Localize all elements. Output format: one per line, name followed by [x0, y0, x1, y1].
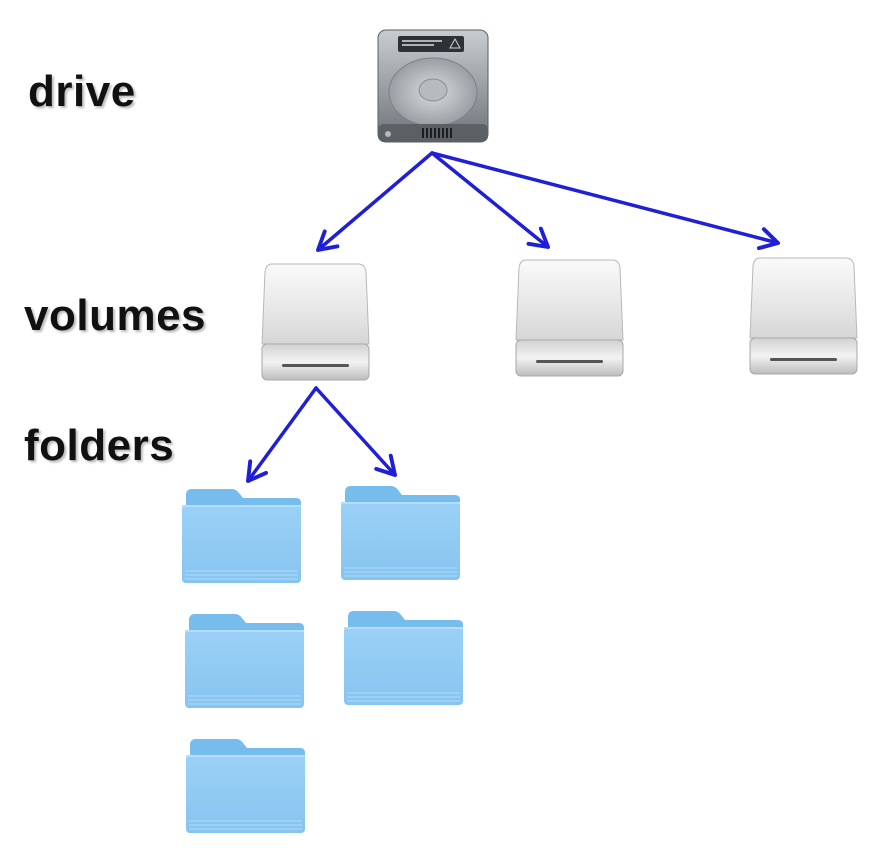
folder-icon — [182, 489, 301, 583]
level-label-folders: folders — [24, 421, 175, 470]
arrow-drive-to-volume-3 — [430, 151, 780, 251]
arrow-drive-to-volume-1 — [316, 151, 434, 252]
arrow-drive-to-volume-2 — [430, 151, 550, 249]
folder-icon — [344, 611, 463, 705]
level-label-volumes: volumes — [24, 291, 207, 340]
volume-icon — [749, 257, 858, 375]
folder-icon — [341, 486, 460, 580]
arrow-volume-1-to-folder-1 — [246, 386, 318, 483]
folder-icon — [185, 614, 304, 708]
volume-icon — [261, 263, 370, 381]
volume-icon — [515, 259, 624, 377]
arrow-volume-1-to-folder-2 — [314, 386, 397, 477]
folder-icon — [186, 739, 305, 833]
level-label-drive: drive — [28, 67, 136, 116]
hard-drive-icon — [377, 29, 489, 143]
